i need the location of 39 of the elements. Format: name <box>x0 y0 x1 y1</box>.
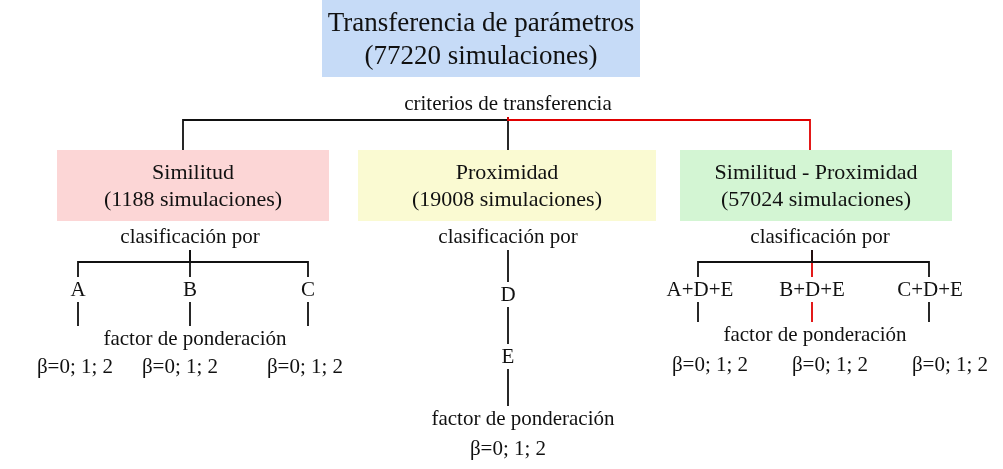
tree-label: B+D+E <box>772 277 852 302</box>
tree-label: C+D+E <box>890 277 970 302</box>
weight-values: β=0; 1; 2 <box>469 436 547 462</box>
connector-line <box>697 301 699 323</box>
connector-line <box>307 301 309 327</box>
tree-label: D <box>493 282 523 307</box>
tree-label: B <box>175 277 205 302</box>
tree-label: factor de ponderación <box>418 406 628 432</box>
tree-label: clasificación por <box>115 224 265 250</box>
connector-line <box>507 306 509 345</box>
weight-values: β=0; 1; 2 <box>266 354 344 380</box>
connector-line <box>507 249 509 283</box>
category-box: Proximidad (19008 simulaciones) <box>358 150 656 221</box>
connector-line <box>189 301 191 327</box>
connector-line <box>811 249 930 278</box>
connector-line <box>507 368 509 407</box>
weight-values: β=0; 1; 2 <box>911 352 989 378</box>
connector-line <box>182 116 509 151</box>
category-box: Similitud (1188 simulaciones) <box>57 150 329 221</box>
connector-line <box>928 301 930 323</box>
tree-label: factor de ponderación <box>680 322 950 348</box>
connector-line <box>77 301 79 327</box>
tree-label: A <box>63 277 93 302</box>
category-box: Transferencia de parámetros (77220 simulaciones) <box>322 0 640 77</box>
weight-values: β=0; 1; 2 <box>141 354 219 380</box>
weight-values: β=0; 1; 2 <box>791 352 869 378</box>
weight-values: β=0; 1; 2 <box>671 352 749 378</box>
weight-values: β=0; 1; 2 <box>36 354 114 380</box>
category-box: Similitud - Proximidad (57024 simulaciones) <box>680 150 952 221</box>
tree-label: factor de ponderación <box>70 326 320 352</box>
tree-label: clasificación por <box>745 224 895 250</box>
tree-label: criterios de transferencia <box>398 91 618 117</box>
tree-label: C <box>293 277 323 302</box>
connector-line <box>811 301 813 323</box>
tree-label: A+D+E <box>660 277 740 302</box>
connector-line <box>189 249 309 278</box>
connector-line <box>507 116 811 151</box>
tree-label: E <box>493 344 523 369</box>
tree-label: clasificación por <box>433 224 583 250</box>
